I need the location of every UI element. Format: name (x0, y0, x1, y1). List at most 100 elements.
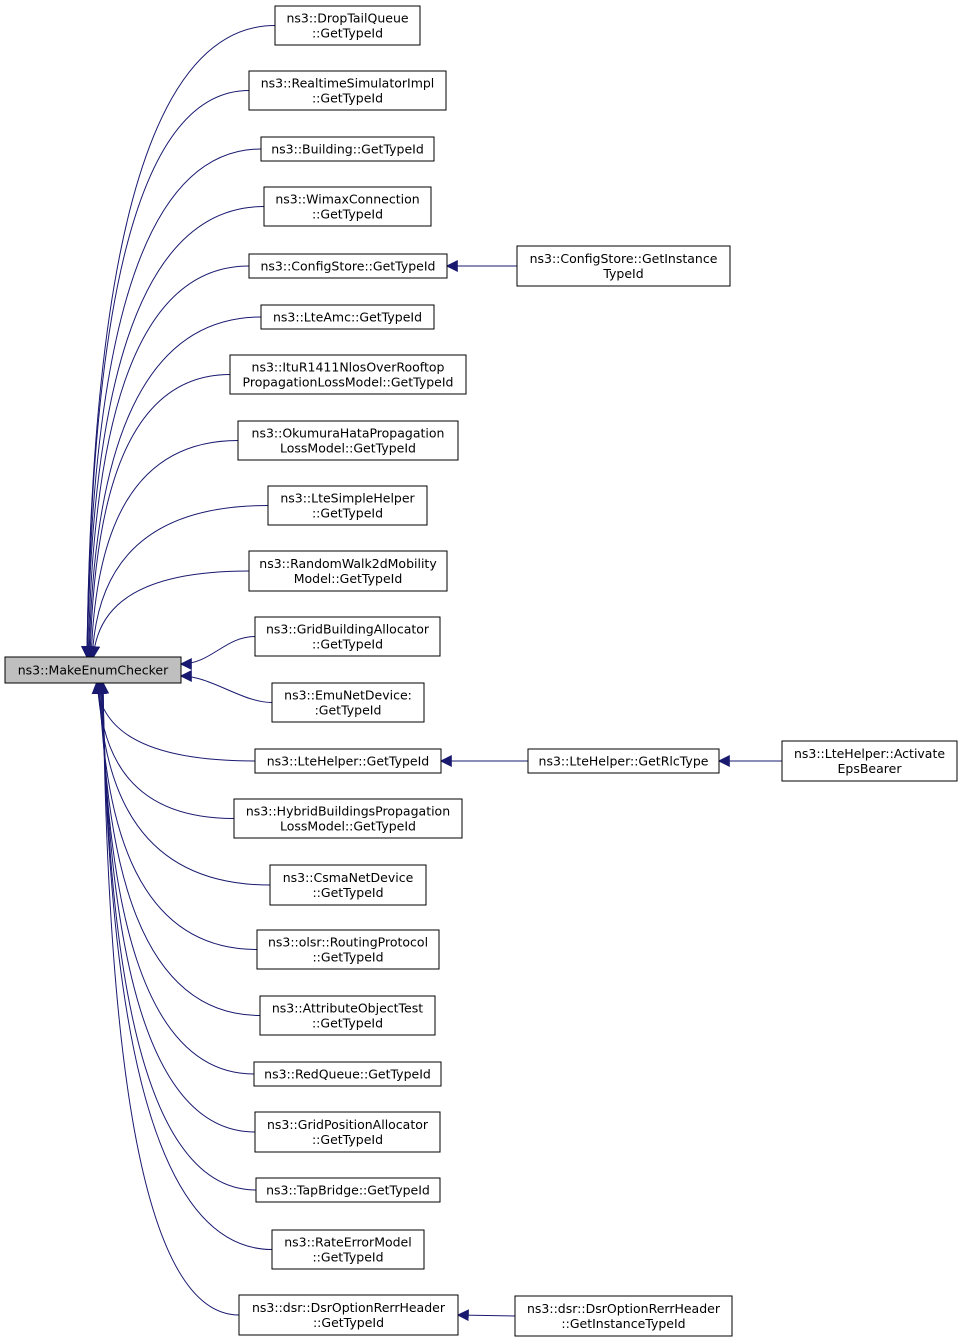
node-label-line: ns3::RedQueue::GetTypeId (264, 1067, 431, 1082)
node-label-line: :GetTypeId (315, 703, 382, 718)
node-label-line: ns3::LteHelper::GetRlcType (539, 754, 709, 769)
node-label-line: ns3::RateErrorModel (284, 1235, 411, 1250)
node-label-line: ns3::CsmaNetDevice (283, 870, 414, 885)
node-label-line: ns3::GridPositionAllocator (267, 1117, 429, 1132)
node-c4[interactable]: ns3::ConfigStore::GetInstanceTypeId (516, 245, 731, 287)
node-n21[interactable]: ns3::dsr::DsrOptionRerrHeader::GetTypeId (238, 1294, 459, 1336)
node-n7[interactable]: ns3::OkumuraHataPropagationLossModel::Ge… (237, 420, 459, 461)
node-label-line: ns3::MakeEnumChecker (18, 663, 169, 678)
node-label-line: ns3::AttributeObjectTest (272, 1001, 423, 1016)
node-label-line: ::GetTypeId (312, 637, 383, 652)
node-label-line: ::GetTypeId (312, 1016, 383, 1031)
node-box (260, 136, 435, 162)
edge-n6-to-root (84, 374, 231, 659)
node-label-line: PropagationLossModel::GetTypeId (243, 375, 454, 390)
edge-n1-to-root (81, 90, 250, 659)
node-n10[interactable]: ns3::GridBuildingAllocator::GetTypeId (254, 616, 441, 657)
node-label-line: ::GetTypeId (313, 1315, 384, 1330)
node-n18[interactable]: ns3::GridPositionAllocator::GetTypeId (254, 1111, 441, 1153)
edge-n0-to-root (81, 25, 276, 659)
node-label-line: ns3::OkumuraHataPropagation (252, 426, 445, 441)
node-label-line: ns3::dsr::DsrOptionRerrHeader (527, 1301, 721, 1316)
node-label-line: ns3::dsr::DsrOptionRerrHeader (252, 1300, 446, 1315)
node-box (237, 420, 459, 461)
root-node[interactable]: ns3::MakeEnumChecker (4, 656, 182, 684)
node-n16[interactable]: ns3::AttributeObjectTest::GetTypeId (259, 995, 436, 1036)
edge-n21-to-root (97, 681, 240, 1316)
node-box (255, 1177, 441, 1203)
node-label-line: ns3::LteHelper::Activate (794, 746, 945, 761)
node-n13[interactable]: ns3::HybridBuildingsPropagationLossModel… (233, 798, 463, 839)
node-label-line: ns3::LteAmc::GetTypeId (273, 310, 422, 325)
node-label-line: ns3::RandomWalk2dMobility (259, 556, 437, 571)
node-label-line: ns3::LteHelper::GetTypeId (267, 754, 430, 769)
node-box (254, 1111, 441, 1153)
node-n8[interactable]: ns3::LteSimpleHelper::GetTypeId (267, 485, 428, 526)
node-n19[interactable]: ns3::TapBridge::GetTypeId (255, 1177, 441, 1203)
node-label-line: LossModel::GetTypeId (280, 441, 416, 456)
node-label-line: ns3::olsr::RoutingProtocol (268, 935, 428, 950)
node-n6[interactable]: ns3::ItuR1411NlosOverRooftopPropagationL… (229, 354, 467, 395)
node-c12[interactable]: ns3::LteHelper::GetRlcType (527, 748, 720, 774)
edge-n19-to-root (97, 681, 257, 1191)
node-label-line: ns3::ConfigStore::GetTypeId (261, 259, 436, 274)
node-box (781, 740, 958, 782)
node-label-line: LossModel::GetTypeId (280, 819, 416, 834)
node-label-line: ns3::EmuNetDevice: (284, 688, 412, 703)
node-c21[interactable]: ns3::dsr::DsrOptionRerrHeader::GetInstan… (514, 1295, 733, 1337)
node-box (256, 929, 440, 970)
node-n3[interactable]: ns3::WimaxConnection::GetTypeId (263, 186, 432, 227)
edge-n7-to-root (85, 440, 239, 659)
edge-n13-to-root (92, 681, 235, 819)
node-box (516, 245, 731, 287)
node-n14[interactable]: ns3::CsmaNetDevice::GetTypeId (269, 864, 427, 906)
node-box (238, 1294, 459, 1336)
edge-n8-to-root (86, 505, 269, 659)
node-n0[interactable]: ns3::DropTailQueue::GetTypeId (274, 5, 421, 46)
edge-c21-to-n21 (456, 1309, 516, 1322)
node-n12[interactable]: ns3::LteHelper::GetTypeId (254, 748, 442, 774)
node-box (259, 995, 436, 1036)
node-box (274, 5, 421, 46)
node-label-line: ::GetTypeId (312, 950, 383, 965)
node-box (527, 748, 720, 774)
node-label-line: ns3::Building::GetTypeId (271, 142, 424, 157)
node-n17[interactable]: ns3::RedQueue::GetTypeId (253, 1061, 442, 1087)
edges-layer (81, 25, 782, 1322)
node-n4[interactable]: ns3::ConfigStore::GetTypeId (248, 253, 448, 279)
node-n9[interactable]: ns3::RandomWalk2dMobilityModel::GetTypeI… (248, 550, 448, 592)
node-label-line: ns3::ConfigStore::GetInstance (530, 251, 718, 266)
node-box (263, 186, 432, 227)
node-box (514, 1295, 733, 1337)
edge-n3-to-root (81, 206, 265, 659)
node-n2[interactable]: ns3::Building::GetTypeId (260, 136, 435, 162)
edge-n5-to-root (83, 316, 262, 659)
edge-n11-to-root (179, 670, 273, 703)
node-label-line: ::GetTypeId (312, 26, 383, 41)
node-n20[interactable]: ns3::RateErrorModel::GetTypeId (271, 1229, 425, 1270)
edge-n4-to-root (82, 265, 250, 659)
node-label-line: ::GetTypeId (312, 1250, 383, 1265)
node-box (248, 253, 448, 279)
node-box (248, 550, 448, 592)
node-label-line: ns3::RealtimeSimulatorImpl (261, 76, 435, 91)
node-label-line: ns3::ItuR1411NlosOverRooftop (252, 360, 445, 375)
node-n1[interactable]: ns3::RealtimeSimulatorImpl::GetTypeId (248, 70, 447, 111)
node-label-line: ::GetTypeId (312, 91, 383, 106)
edge-n20-to-root (97, 681, 273, 1250)
node-label-line: ns3::HybridBuildingsPropagation (246, 804, 450, 819)
edge-n18-to-root (96, 681, 256, 1133)
edge-n2-to-root (81, 148, 262, 659)
node-box (260, 304, 435, 330)
node-label-line: ::GetInstanceTypeId (561, 1316, 685, 1331)
node-n11[interactable]: ns3::EmuNetDevice::GetTypeId (271, 682, 425, 723)
node-box (4, 656, 182, 684)
node-n5[interactable]: ns3::LteAmc::GetTypeId (260, 304, 435, 330)
node-label-line: TypeId (602, 266, 643, 281)
node-n15[interactable]: ns3::olsr::RoutingProtocol::GetTypeId (256, 929, 440, 970)
node-box (271, 682, 425, 723)
node-box (253, 1061, 442, 1087)
edge-n14-to-root (92, 681, 271, 886)
